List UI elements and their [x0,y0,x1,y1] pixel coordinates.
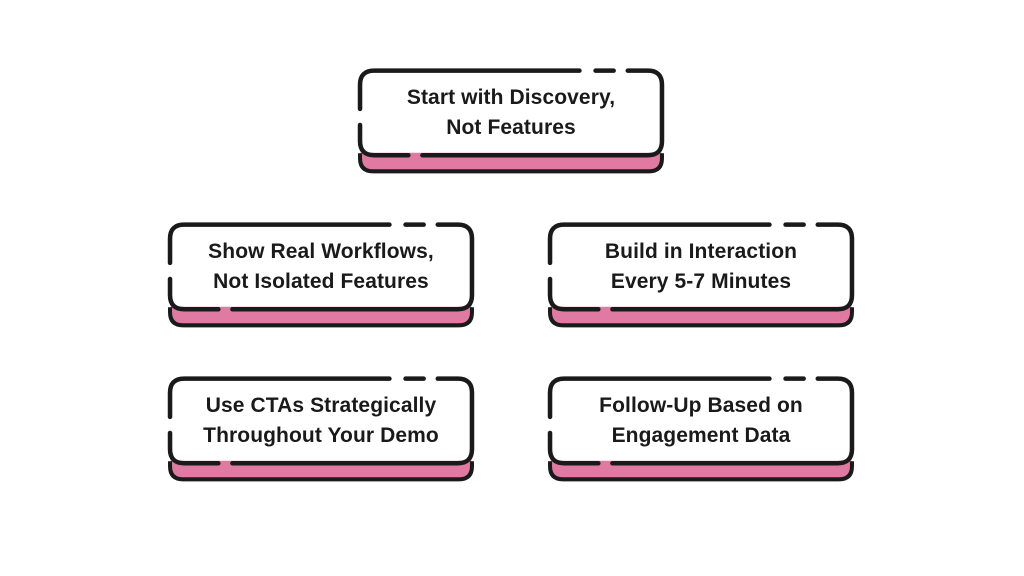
card-label-line: Build in Interaction [604,240,798,263]
card-shelf-outline [168,461,474,482]
card-label-line: Follow-Up Based on [599,394,803,417]
card-label-line: Throughout Your Demo [203,424,439,447]
card-border-sketch [357,68,665,158]
card-workflows: Show Real Workflows, Not Isolated Featur… [166,220,476,332]
card-label-line: Show Real Workflows, [208,240,434,263]
card-shelf-outline [168,307,474,328]
card-frame [547,376,855,482]
card-ctas: Use CTAs Strategically Throughout Your D… [166,374,476,486]
card-label: Start with Discovery, Not Features [364,71,658,155]
card-followup: Follow-Up Based on Engagement Data [546,374,856,486]
card-frame [167,376,475,482]
card-frame [547,222,855,328]
card-label-line: Engagement Data [611,424,791,447]
card-frame [167,222,475,328]
card-border-sketch [547,222,855,312]
card-label: Show Real Workflows, Not Isolated Featur… [174,225,468,309]
card-discovery: Start with Discovery, Not Features [356,66,666,178]
card-label: Follow-Up Based on Engagement Data [554,379,848,463]
card-label: Build in Interaction Every 5-7 Minutes [554,225,848,309]
card-label-line: Not Isolated Features [213,270,429,293]
card-background [550,378,852,462]
card-background [360,70,662,154]
card-label-line: Start with Discovery, [406,86,616,109]
card-background [170,224,472,308]
card-interaction: Build in Interaction Every 5-7 Minutes [546,220,856,332]
card-shelf-outline [548,307,854,328]
card-frame [357,68,665,174]
card-border-sketch [547,376,855,466]
card-shelf-outline [548,461,854,482]
card-background [550,224,852,308]
card-label-line: Every 5-7 Minutes [610,270,792,293]
card-border-sketch [167,222,475,312]
card-label-line: Not Features [446,116,576,139]
card-background [170,378,472,462]
card-shelf-outline [358,153,664,174]
card-border-sketch [167,376,475,466]
card-label-line: Use CTAs Strategically [205,394,437,417]
card-label: Use CTAs Strategically Throughout Your D… [174,379,468,463]
